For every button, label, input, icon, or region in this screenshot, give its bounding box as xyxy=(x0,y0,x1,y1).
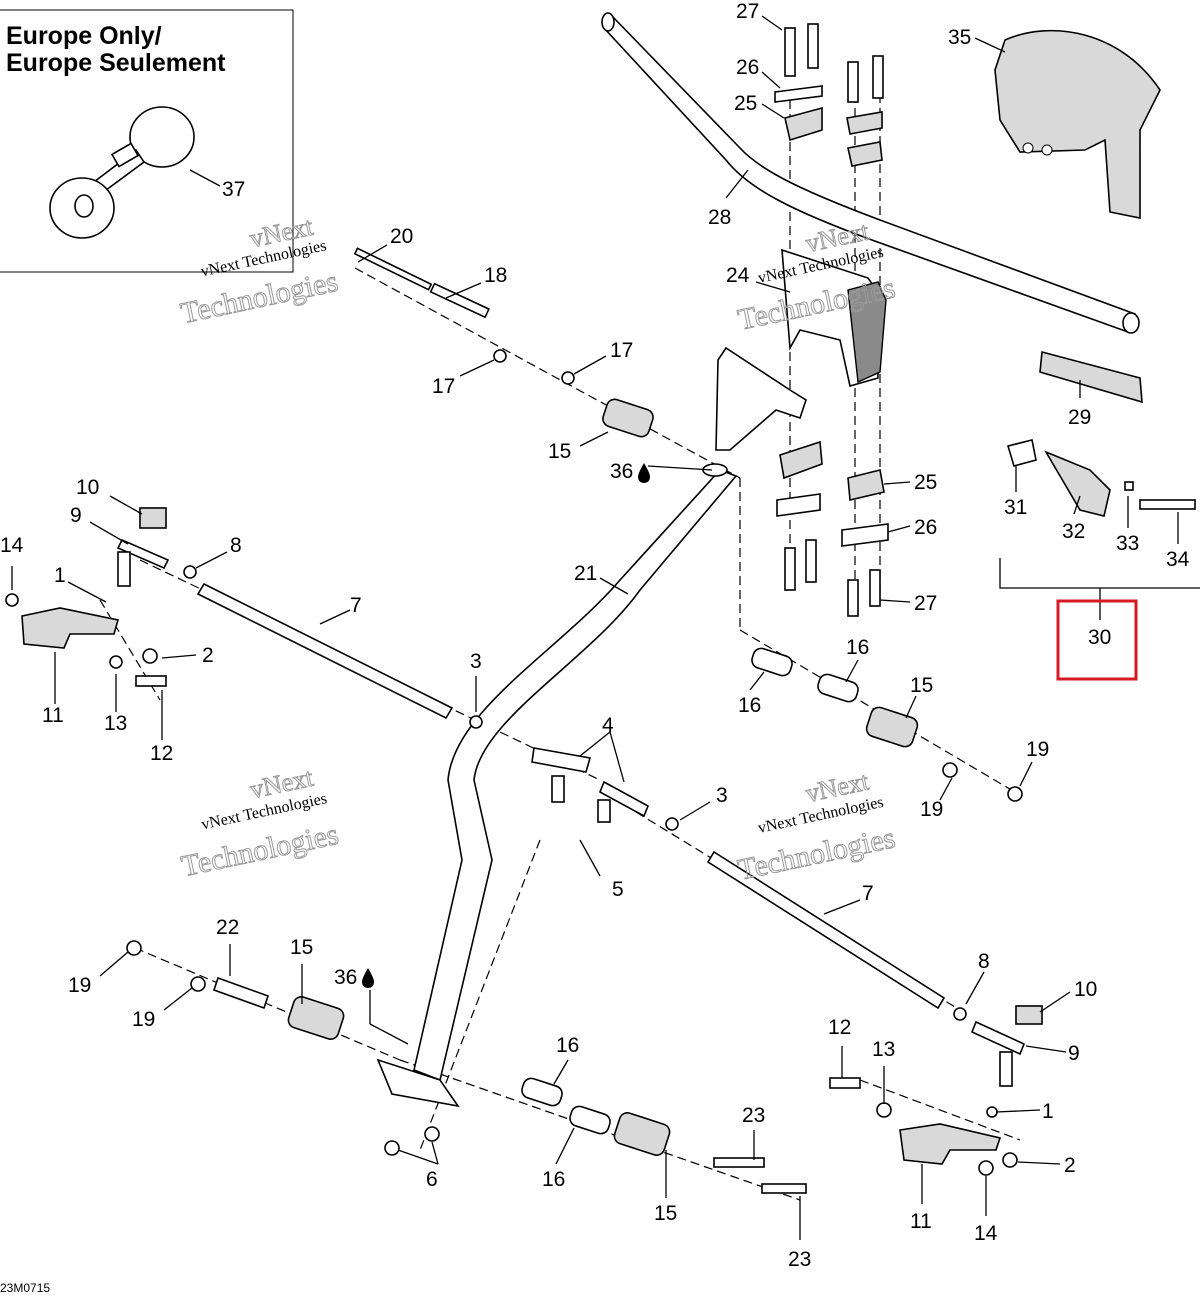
callout-19: 19 xyxy=(68,974,91,997)
steering-arms xyxy=(21,607,1002,1165)
kit-bracket xyxy=(999,558,1200,620)
callout-16: 16 xyxy=(738,694,761,717)
oil-drop-icon xyxy=(362,463,650,988)
callout-17: 17 xyxy=(610,339,633,362)
handlebar xyxy=(601,12,1140,334)
callout-19: 19 xyxy=(132,1008,155,1031)
callout-28: 28 xyxy=(708,206,731,229)
steering-column xyxy=(376,346,807,1108)
leader-lines xyxy=(11,15,1179,1240)
callout-30: 30 xyxy=(1088,626,1111,649)
callout-15: 15 xyxy=(910,674,933,697)
callout-35: 35 xyxy=(948,26,971,49)
callout-12: 12 xyxy=(150,742,173,765)
grip xyxy=(1039,350,1143,404)
callout-7: 7 xyxy=(862,882,874,905)
hand-guard xyxy=(994,29,1161,219)
callout-7: 7 xyxy=(350,594,362,617)
callout-11: 11 xyxy=(42,704,64,727)
callout-2: 2 xyxy=(202,644,214,667)
callout-10: 10 xyxy=(1074,978,1097,1001)
callout-26: 26 xyxy=(736,56,759,79)
callout-15: 15 xyxy=(290,936,313,959)
callout-16: 16 xyxy=(846,636,869,659)
callout-23: 23 xyxy=(742,1104,765,1127)
callout-19: 19 xyxy=(920,798,943,821)
callout-15: 15 xyxy=(548,440,571,463)
callout-14: 14 xyxy=(0,534,24,557)
reference-code: 23M0715 xyxy=(0,1281,50,1295)
callout-33: 33 xyxy=(1116,532,1139,555)
callout-20: 20 xyxy=(390,225,413,248)
callout-26: 26 xyxy=(914,516,937,539)
callout-37: 37 xyxy=(222,178,245,201)
callout-13: 13 xyxy=(872,1038,895,1061)
callout-36: 36 xyxy=(334,966,357,989)
callout-32: 32 xyxy=(1062,520,1085,543)
callout-1: 1 xyxy=(54,564,66,587)
callout-6: 6 xyxy=(426,1168,438,1191)
callout-31: 31 xyxy=(1004,496,1027,519)
callout-14: 14 xyxy=(974,1222,998,1245)
callout-16: 16 xyxy=(556,1034,579,1057)
callout-25: 25 xyxy=(914,471,937,494)
callout-22: 22 xyxy=(216,916,239,939)
callout-16: 16 xyxy=(542,1168,565,1191)
upper-clamp-parts xyxy=(774,23,884,167)
callout-1: 1 xyxy=(1042,1100,1054,1123)
callout-10: 10 xyxy=(76,476,99,499)
europe-inset: Europe Only/ Europe Seulement 37 xyxy=(0,9,294,273)
callout-4: 4 xyxy=(602,714,614,737)
callout-13: 13 xyxy=(104,712,127,735)
callout-2: 2 xyxy=(1064,1154,1076,1177)
horn-illustration xyxy=(49,106,195,239)
inset-title-line1: Europe Only/ xyxy=(6,22,162,50)
callout-8: 8 xyxy=(230,534,242,557)
tie-rods xyxy=(196,582,946,1010)
callout-9: 9 xyxy=(1068,1042,1080,1065)
callout-34: 34 xyxy=(1166,548,1190,571)
callout-8: 8 xyxy=(978,950,990,973)
callout-27: 27 xyxy=(736,0,759,23)
callout-36: 36 xyxy=(610,460,633,483)
callout-12: 12 xyxy=(828,1016,851,1039)
callout-5: 5 xyxy=(612,878,624,901)
callout-25: 25 xyxy=(734,92,757,115)
callout-17: 17 xyxy=(432,375,455,398)
hardware xyxy=(5,247,1043,1194)
highlight-box xyxy=(1056,599,1138,681)
inset-title-line2: Europe Seulement xyxy=(6,49,226,77)
callout-3: 3 xyxy=(716,784,728,807)
lower-clamp-parts xyxy=(776,440,889,617)
callout-23: 23 xyxy=(788,1248,811,1271)
callout-18: 18 xyxy=(484,264,507,287)
callout-9: 9 xyxy=(70,504,82,527)
callout-3: 3 xyxy=(470,650,482,673)
handlebar-riser xyxy=(781,248,887,388)
callout-numbers: 27 26 25 35 28 24 29 31 32 33 34 30 25 2… xyxy=(0,0,1190,1271)
callout-15: 15 xyxy=(654,1202,677,1225)
callout-29: 29 xyxy=(1068,406,1091,429)
callout-24: 24 xyxy=(726,264,750,287)
callout-19: 19 xyxy=(1026,738,1049,761)
bushings xyxy=(287,398,919,1156)
callout-27: 27 xyxy=(914,592,937,615)
callout-11: 11 xyxy=(910,1210,932,1233)
mirror-kit xyxy=(1006,439,1196,517)
callout-21: 21 xyxy=(574,562,597,585)
